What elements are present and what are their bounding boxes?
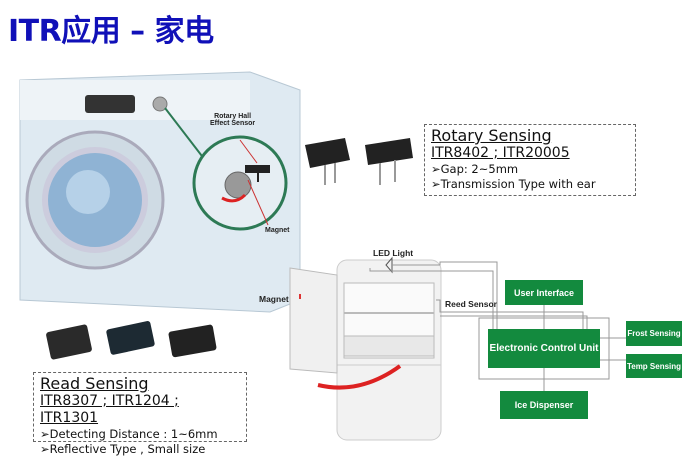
washer-magnet-label: Magnet [265, 227, 290, 234]
temp-sensing-block: Temp Sensing [626, 354, 682, 378]
read-heading: Read Sensing [40, 374, 149, 393]
fridge-magnet-label: Magnet [259, 294, 289, 304]
washing-machine-image [19, 71, 301, 313]
rotary-bullet: ➢Transmission Type with ear [431, 177, 596, 191]
page-title: ITR应用 – 家电 [8, 14, 214, 49]
ecu-block: Electronic Control Unit [488, 329, 600, 368]
reflective-sensor-photos [46, 321, 217, 360]
rotary-models: ITR8402 ; ITR20005 [431, 145, 570, 161]
read-sensing-box: Read Sensing ITR8307 ; ITR1204 ; ITR1301… [33, 372, 247, 456]
read-models: ITR8307 ; ITR1204 ; ITR1301 [40, 393, 179, 426]
led-light-label: LED Light [373, 248, 414, 258]
hall-sensor-label-line1: Rotary Hall [214, 113, 252, 120]
rotary-heading: Rotary Sensing [431, 126, 552, 145]
read-bullet: ➢Detecting Distance : 1~6mm [40, 427, 218, 441]
rotary-bullet: ➢Gap: 2~5mm [431, 162, 519, 176]
reed-sensor-label: Reed Sensor [445, 299, 497, 309]
user-interface-block: User Interface [505, 280, 583, 305]
ice-dispenser-block: Ice Dispenser [500, 391, 588, 419]
fridge-image [289, 256, 626, 441]
rotary-sensing-box: Rotary Sensing ITR8402 ; ITR20005 ➢Gap: … [424, 124, 636, 196]
hall-sensor-label-line2: Effect Sensor [210, 120, 256, 127]
frost-sensing-block: Frost Sensing [626, 321, 682, 346]
read-bullet: ➢Reflective Type , Small size [40, 442, 206, 456]
rotary-sensor-photos [305, 138, 413, 185]
